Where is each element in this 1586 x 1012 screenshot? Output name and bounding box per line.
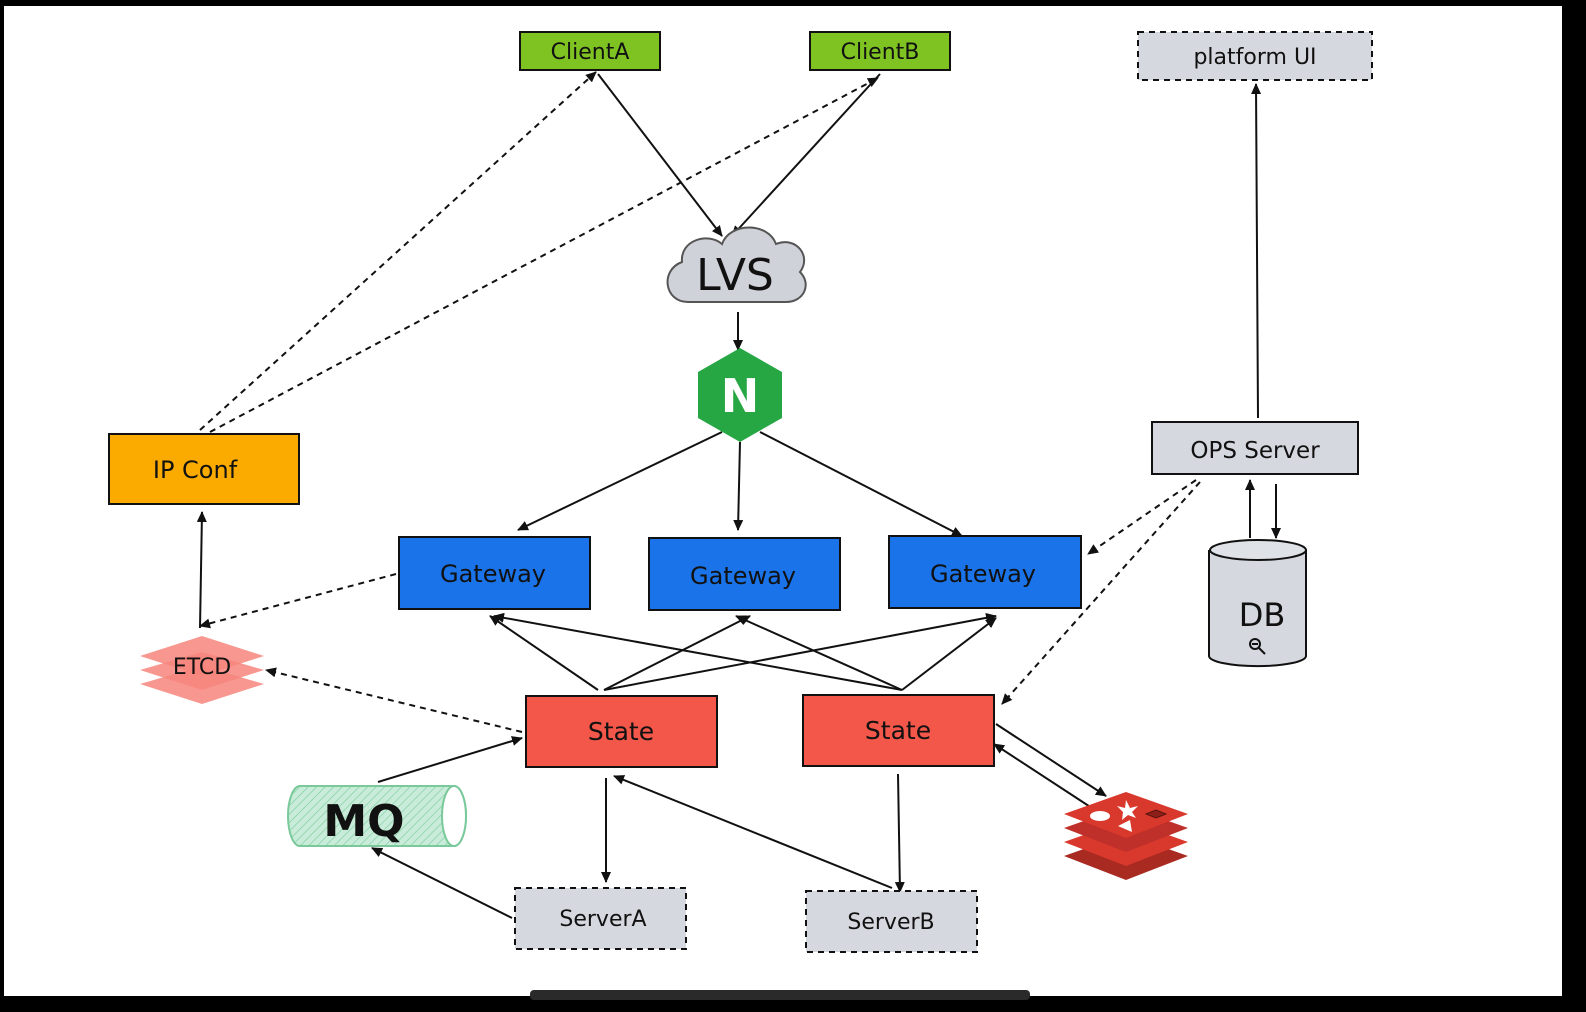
ops-server-label: OPS Server bbox=[1190, 438, 1320, 464]
node-mq[interactable]: MQ bbox=[287, 785, 467, 847]
scrollbar[interactable] bbox=[530, 990, 1030, 1000]
edge-ops-state2 bbox=[1001, 481, 1201, 705]
redis-diamond bbox=[1144, 809, 1168, 819]
connectors bbox=[196, 73, 1281, 919]
client-b-box bbox=[809, 31, 951, 71]
platform-ui-label: platform UI bbox=[1193, 45, 1316, 70]
client-a-box bbox=[519, 31, 661, 71]
state-1-box bbox=[525, 695, 718, 768]
gateway-1-label: Gateway bbox=[440, 560, 546, 588]
edge-state2-gw2 bbox=[735, 615, 903, 691]
edge-clienta-lvs bbox=[597, 73, 723, 237]
client-b-label: ClientB bbox=[841, 40, 920, 65]
mq-end bbox=[441, 785, 467, 847]
gateway-2-label: Gateway bbox=[690, 562, 796, 590]
edge-nginx-gw1 bbox=[517, 431, 723, 531]
redis-star bbox=[1117, 800, 1138, 820]
ip-conf-box bbox=[108, 433, 300, 505]
mq-label: MQ bbox=[323, 796, 404, 847]
mq-hatch bbox=[288, 786, 466, 846]
redis-triangle bbox=[1118, 820, 1132, 832]
state-2-label: State bbox=[865, 716, 931, 745]
node-ip-conf[interactable]: IP Conf bbox=[108, 433, 300, 505]
state-1-label: State bbox=[588, 717, 654, 746]
node-lvs[interactable]: LVS bbox=[666, 226, 807, 303]
node-state-2[interactable]: State bbox=[802, 694, 995, 767]
edge-state2-serverb bbox=[894, 773, 905, 893]
node-platform-ui[interactable]: platform UI bbox=[1137, 31, 1373, 81]
node-nginx[interactable]: N bbox=[698, 348, 782, 442]
redis-stack-icon[interactable] bbox=[1064, 792, 1188, 880]
db-label: DB bbox=[1239, 596, 1286, 634]
etcd-label: ETCD bbox=[173, 655, 231, 680]
node-gateway-2[interactable]: Gateway bbox=[648, 537, 841, 611]
edge-gw1-etcd bbox=[199, 573, 397, 629]
db-body bbox=[1208, 550, 1307, 668]
server-a-box bbox=[514, 887, 687, 950]
edge-clientb-lvs bbox=[731, 73, 881, 237]
edge-state1-gw2 bbox=[603, 615, 751, 691]
node-db[interactable]: DB bbox=[1208, 539, 1307, 668]
node-gateway-3[interactable]: Gateway bbox=[888, 535, 1082, 609]
edge-mq-state1 bbox=[377, 736, 523, 783]
node-server-b[interactable]: ServerB bbox=[805, 890, 978, 953]
node-ops-server[interactable]: OPS Server bbox=[1151, 421, 1359, 475]
gateway-3-label: Gateway bbox=[930, 560, 1036, 588]
edge-state2-gw1 bbox=[493, 612, 903, 691]
state-2-box bbox=[802, 694, 995, 767]
redis-circle bbox=[1090, 811, 1110, 821]
cloud-icon bbox=[666, 226, 807, 303]
platform-ui-box bbox=[1137, 31, 1373, 81]
server-b-box bbox=[805, 890, 978, 953]
hexagon-icon bbox=[698, 348, 782, 442]
ip-conf-label: IP Conf bbox=[153, 456, 238, 484]
gateway-3-box bbox=[888, 535, 1082, 609]
db-top bbox=[1209, 539, 1307, 561]
edge-ops-platformui bbox=[1251, 83, 1262, 419]
node-gateway-1[interactable]: Gateway bbox=[398, 536, 591, 610]
edge-ipconf-clienta bbox=[199, 71, 597, 431]
edge-state2-gw3 bbox=[901, 617, 997, 691]
server-b-label: ServerB bbox=[847, 910, 934, 935]
edge-serverb-state1 bbox=[613, 775, 893, 889]
edge-state1-gw1 bbox=[489, 615, 599, 691]
edge-state2-redis bbox=[995, 723, 1107, 797]
node-state-1[interactable]: State bbox=[525, 695, 718, 768]
lvs-label: LVS bbox=[696, 250, 774, 301]
gateway-1-box bbox=[398, 536, 591, 610]
edge-ipconf-clientb bbox=[209, 77, 879, 433]
ops-server-box bbox=[1151, 421, 1359, 475]
node-server-a[interactable]: ServerA bbox=[514, 887, 687, 950]
edge-etcd-ipconf bbox=[196, 511, 207, 629]
edge-nginx-gw3 bbox=[759, 431, 963, 537]
edge-nginx-gw2 bbox=[733, 441, 744, 531]
client-a-label: ClientA bbox=[551, 40, 630, 65]
gateway-2-box bbox=[648, 537, 841, 611]
edge-state1-gw3 bbox=[603, 612, 997, 691]
magnifier-icon bbox=[1249, 638, 1266, 655]
node-client-b[interactable]: ClientB bbox=[809, 31, 951, 71]
nginx-label: N bbox=[721, 369, 760, 423]
node-client-a[interactable]: ClientA bbox=[519, 31, 661, 71]
dashed-connectors bbox=[199, 71, 1201, 733]
node-etcd[interactable]: ETCD bbox=[140, 636, 264, 704]
edge-servera-mq bbox=[371, 847, 513, 919]
server-a-label: ServerA bbox=[559, 907, 646, 932]
edge-redis-state2 bbox=[993, 743, 1099, 813]
etcd-layer-1 bbox=[140, 636, 264, 676]
